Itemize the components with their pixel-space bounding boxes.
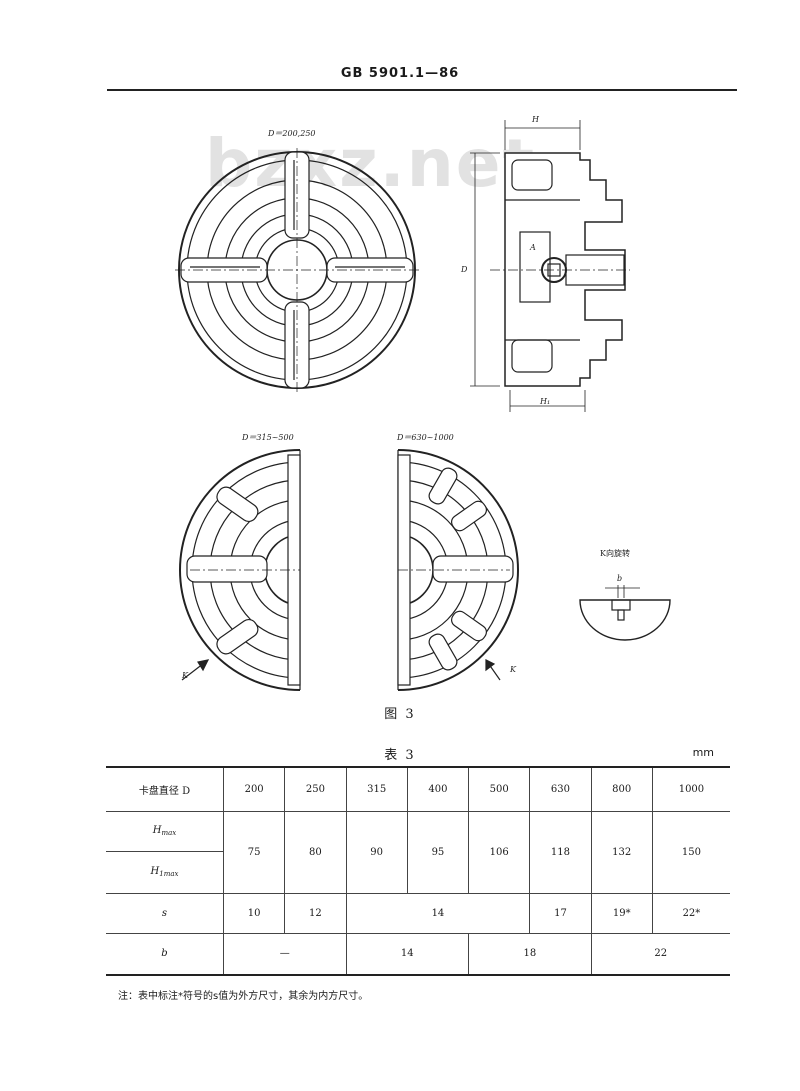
table-row-diameter: 卡盘直径 D 200 250 315 400 500 630 800 1000 — [106, 766, 730, 811]
cell-s-630: 17 — [529, 892, 592, 933]
label-d-315-500: D＝315~500 — [241, 433, 294, 442]
row-header-diameter: 卡盘直径 D — [106, 766, 224, 811]
row-header-h1max: H1max — [106, 850, 224, 893]
cell-h-1000: 150 — [651, 810, 730, 893]
label-k-left: K — [181, 671, 189, 680]
label-k-detail-title: K向旋转 — [600, 548, 630, 558]
figure-caption: 图 3 — [384, 707, 416, 722]
cell-h-800: 132 — [590, 810, 653, 893]
cell-d-630: 630 — [529, 766, 592, 811]
cell-s-800: 19* — [590, 892, 653, 933]
label-h1: H₁ — [539, 397, 550, 406]
cell-h-400: 95 — [406, 810, 470, 893]
cell-b-200-250: — — [223, 932, 347, 976]
cell-d-800: 800 — [590, 766, 653, 811]
table-unit: mm — [692, 746, 714, 759]
table-row-b: b — 14 18 22 — [106, 932, 730, 976]
cell-h-200: 75 — [222, 810, 286, 893]
header-rule — [107, 89, 737, 91]
chuck-half-view-right — [397, 449, 519, 691]
label-a: A — [529, 243, 536, 252]
cell-d-500: 500 — [468, 766, 531, 811]
cell-d-1000: 1000 — [651, 766, 730, 811]
spec-table: 卡盘直径 D 200 250 315 400 500 630 800 1000 … — [106, 766, 730, 976]
table-note: 注：表中标注*符号的s值为外方尺寸，其余为内方尺寸。 — [118, 991, 369, 1002]
label-k-right: K — [509, 665, 517, 674]
cell-s-200: 10 — [222, 892, 286, 933]
row-header-b: b — [106, 932, 224, 976]
label-b-dim: b — [617, 574, 622, 583]
label-d-side: D — [460, 265, 468, 274]
row-header-hmax: Hmax — [106, 810, 224, 851]
label-d-630-1000: D＝630~1000 — [396, 433, 454, 442]
row-header-s: s — [106, 892, 224, 933]
label-h: H — [531, 115, 540, 124]
chuck-drawing: D＝200,250 H D H₁ A D＝315~500 D＝630~1000 … — [175, 115, 671, 691]
cell-h-500: 106 — [468, 810, 531, 893]
label-d-200-250: D＝200,250 — [267, 129, 316, 138]
cell-d-200: 200 — [222, 766, 286, 811]
k-detail-view — [579, 585, 671, 641]
chuck-side-view — [470, 120, 630, 412]
table-title: 表 3 — [384, 748, 416, 763]
cell-s-250: 12 — [284, 892, 347, 933]
chuck-front-view — [175, 148, 420, 392]
cell-h-630: 118 — [529, 810, 592, 893]
table-row-hmax: Hmax 75 80 90 95 106 118 132 150 — [106, 810, 730, 893]
cell-s-315-500: 14 — [345, 892, 531, 933]
cell-b-315-400: 14 — [345, 932, 470, 976]
cell-h-315: 90 — [345, 810, 408, 893]
cell-b-800-1000: 22 — [590, 932, 730, 976]
table-row-s: s 10 12 14 17 19* 22* — [106, 892, 730, 933]
cell-d-400: 400 — [406, 766, 470, 811]
cell-d-315: 315 — [345, 766, 408, 811]
watermark: bzxz.net — [205, 125, 537, 202]
standard-header: GB 5901.1—86 — [340, 66, 460, 81]
table-row-h1max: H1max — [106, 850, 730, 893]
cell-s-1000: 22* — [651, 892, 730, 933]
cell-b-500-630: 18 — [468, 932, 592, 976]
cell-d-250: 250 — [284, 766, 347, 811]
chuck-half-view-left — [179, 449, 301, 691]
cell-h-250: 80 — [284, 810, 347, 893]
